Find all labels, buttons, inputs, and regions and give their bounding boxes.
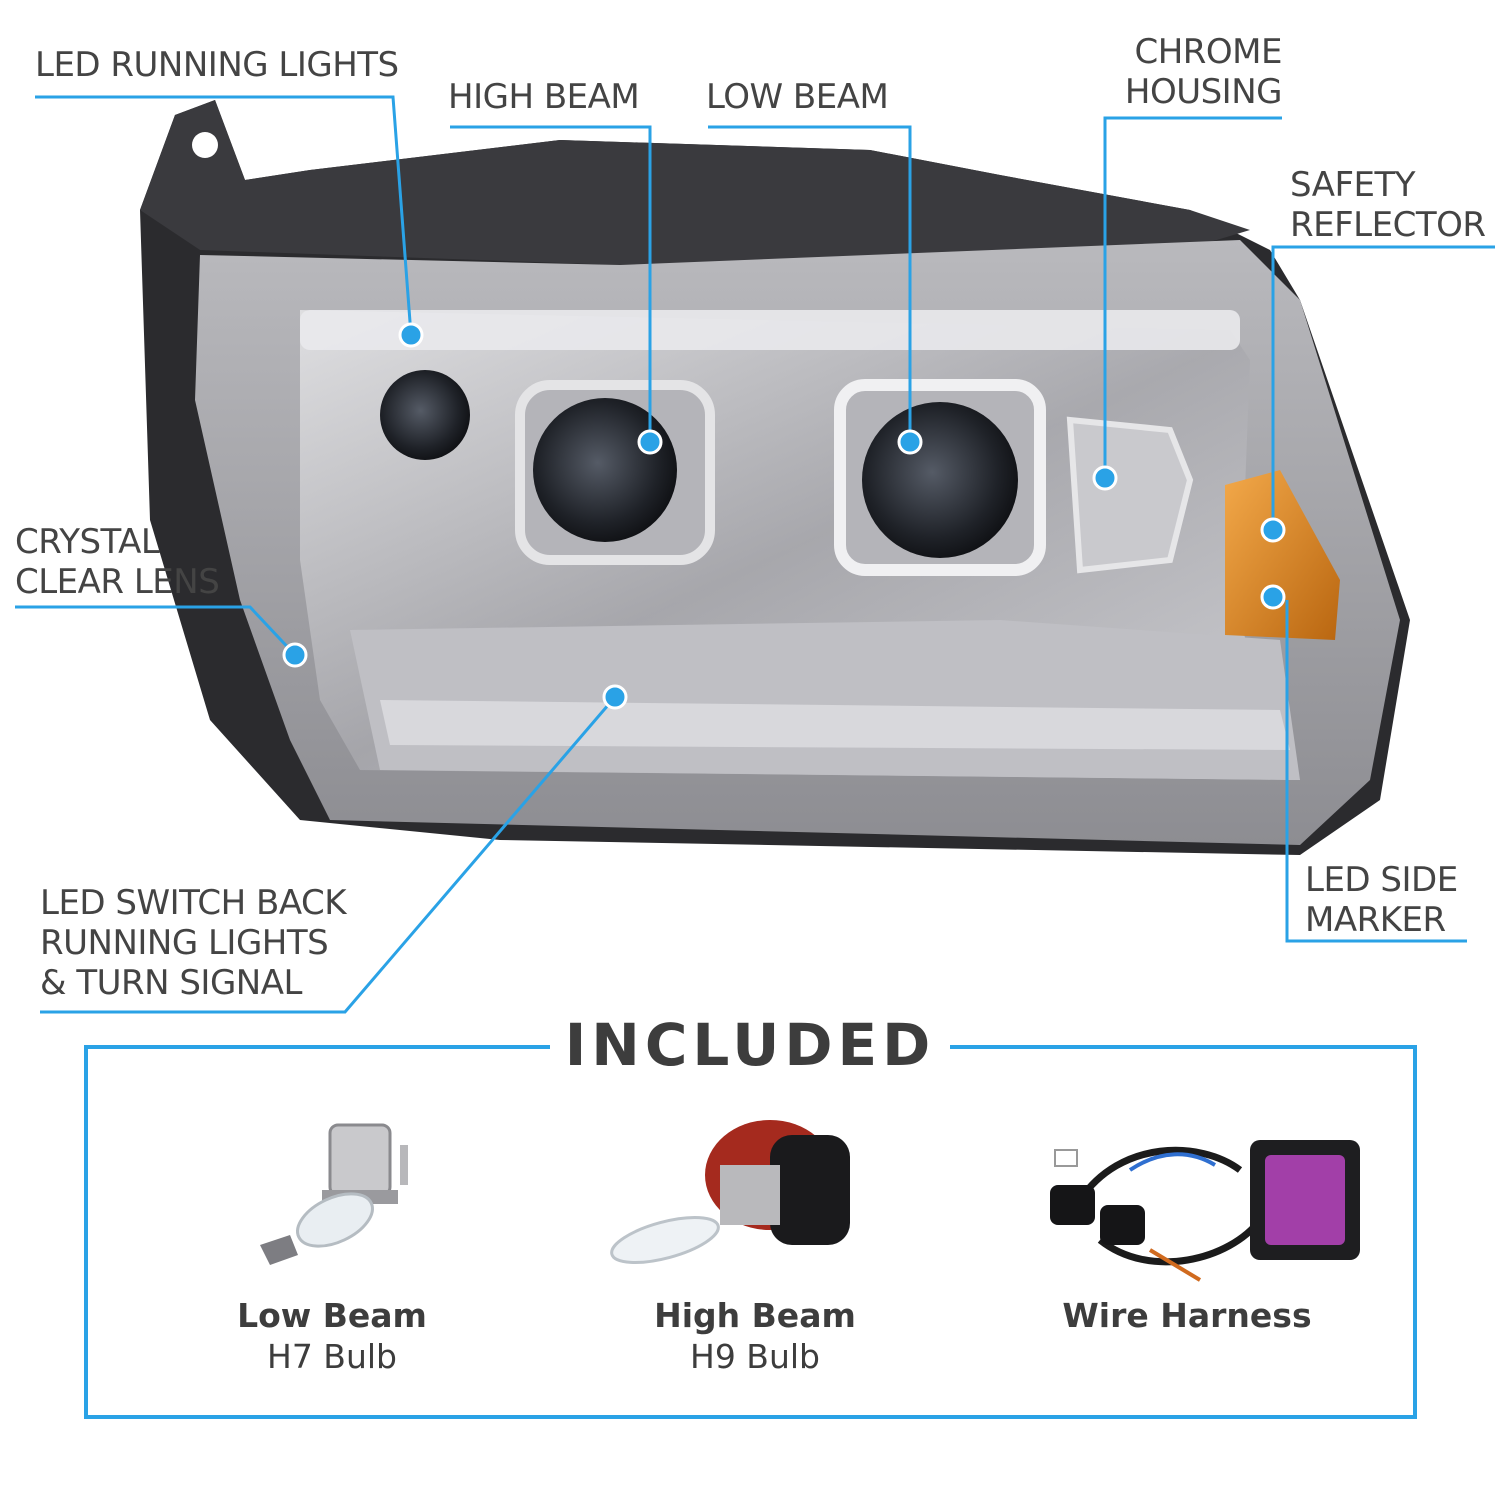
callout-label-high-beam: HIGH BEAM [448, 77, 640, 117]
item-name: Low Beam [237, 1296, 427, 1335]
h9-bulb-icon [610, 1120, 850, 1264]
callout-dot-led-running-lights [398, 322, 424, 348]
item-name: Wire Harness [1062, 1296, 1312, 1335]
included-item-high-beam: High Beam H9 Bulb [605, 1295, 905, 1377]
item-name: High Beam [654, 1296, 856, 1335]
callout-dot-low-beam [897, 429, 923, 455]
callout-label-chrome-housing: CHROME HOUSING [1124, 32, 1283, 112]
callout-label-low-beam: LOW BEAM [706, 77, 889, 117]
callout-dot-high-beam [637, 429, 663, 455]
callout-label-safety-reflector: SAFETY REFLECTOR [1290, 165, 1486, 245]
included-item-wire-harness: Wire Harness [1037, 1295, 1337, 1337]
callout-dot-safety-reflector [1260, 517, 1286, 543]
callout-label-led-running-lights: LED RUNNING LIGHTS [35, 45, 399, 85]
callout-label-led-side-marker: LED SIDE MARKER [1305, 860, 1458, 940]
callout-label-crystal-clear-lens: CRYSTAL CLEAR LENS [15, 522, 220, 602]
callout-dot-led-side-marker [1260, 584, 1286, 610]
callout-label-led-switch-back: LED SWITCH BACK RUNNING LIGHTS & TURN SI… [40, 883, 347, 1003]
wire-harness-icon [1050, 1140, 1360, 1282]
item-detail: H9 Bulb [690, 1337, 820, 1376]
item-detail: H7 Bulb [267, 1337, 397, 1376]
callout-dot-crystal-clear-lens [282, 642, 308, 668]
h7-bulb-icon [260, 1123, 408, 1265]
included-heading: INCLUDED [550, 1010, 950, 1080]
included-item-low-beam: Low Beam H7 Bulb [182, 1295, 482, 1377]
callout-dot-led-switch-back [602, 684, 628, 710]
callout-dot-chrome-housing [1092, 465, 1118, 491]
